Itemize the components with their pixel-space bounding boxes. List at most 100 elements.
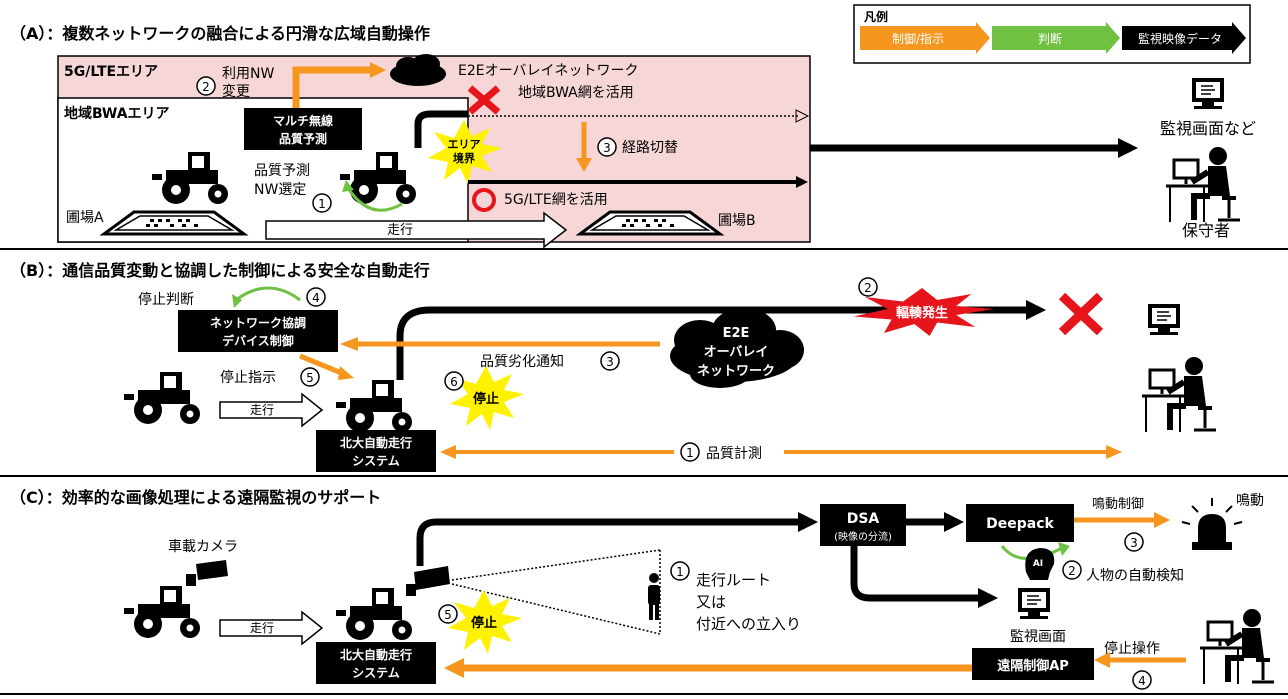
- operator-a-icon: [1166, 147, 1240, 222]
- ai-head-icon: AI: [1025, 548, 1055, 580]
- step-b6-badge: [444, 371, 464, 391]
- system-box-c: [316, 642, 436, 684]
- area-border-line2: 境界: [453, 151, 475, 165]
- step-c2-num: 2: [1068, 564, 1076, 578]
- step-b1-badge: [680, 442, 700, 462]
- system-c-line1: 北大自動走行: [340, 647, 412, 662]
- drive-arrow-b: [219, 392, 324, 428]
- system-c-line2: システム: [352, 666, 400, 680]
- system-box-b: [316, 430, 436, 472]
- stop-judge-label: 停止判断: [138, 291, 194, 308]
- step-a3-num: 3: [603, 141, 611, 155]
- route-switch-label: 経路切替: [622, 140, 678, 156]
- nw-change-arrow: [292, 66, 370, 108]
- step-c4-num: 4: [1138, 674, 1146, 688]
- deepack-box: [966, 504, 1074, 542]
- e2e-line3: ネットワーク: [697, 364, 775, 379]
- step-c1-num: 1: [676, 565, 684, 579]
- tractor-b2-icon: [336, 380, 412, 432]
- legend-control-arrow: [860, 22, 990, 54]
- step-b5-num: 5: [306, 371, 314, 385]
- degrade-label: 品質劣化通知: [480, 353, 564, 370]
- dsa-label: DSA: [847, 511, 880, 527]
- remote-ap-box: [972, 648, 1094, 680]
- system-b-line2: システム: [352, 454, 400, 468]
- step-a2-badge: [196, 76, 216, 96]
- step-b5-badge: [300, 367, 320, 387]
- tractor-c2-icon: [336, 588, 412, 640]
- field-a-label: 圃場A: [66, 210, 104, 226]
- section-b-title: （B）：通信品質変動と協調した制御による安全な自動走行: [10, 261, 430, 280]
- remote-ap-label: 遠隔制御AP: [997, 658, 1069, 674]
- quality-pred-line1: 品質予測: [254, 163, 310, 179]
- fail-x-icon: [467, 85, 501, 115]
- e2e-cloud-icon: [670, 308, 804, 388]
- nw-change-line1: 利用NW: [222, 66, 274, 82]
- tractor-c1-icon: [124, 586, 200, 638]
- drive-arrow-c: [219, 610, 324, 646]
- fail-x-icon-b: [1058, 292, 1104, 336]
- lte-use-label: 5G/LTE網を活用: [504, 192, 608, 208]
- step-c1-badge: [670, 561, 690, 581]
- step-c3-num: 3: [1130, 536, 1138, 550]
- step-b1-num: 1: [686, 446, 694, 460]
- area-bwa-label: 地域BWAエリア: [64, 105, 170, 122]
- system-b-line1: 北大自動走行: [340, 435, 412, 450]
- video-arrow-to-monitor-c: [850, 546, 980, 602]
- legend-control-label: 制御/指示: [892, 31, 944, 46]
- step-c5-badge: [438, 604, 458, 624]
- congestion-label: 輻輳発生: [896, 305, 948, 321]
- nw-coop-line2: デバイス制御: [222, 333, 294, 348]
- route-line1: 走行ルート: [696, 571, 771, 589]
- monitor-b-icon: [1147, 303, 1181, 336]
- camera-fov-upper: [451, 549, 661, 581]
- operator-c-icon: [1200, 609, 1274, 684]
- step-b6-num: 6: [450, 375, 458, 389]
- legend-video-label: 監視映像データ: [1138, 31, 1222, 46]
- stop-judge-arrow: [235, 286, 301, 302]
- stop-op-label: 停止操作: [1104, 640, 1160, 657]
- step-a2-num: 2: [202, 80, 210, 94]
- tractor-b1-icon: [124, 372, 200, 424]
- legend-judge-arrow: [992, 22, 1120, 54]
- step-c3-badge: [1124, 532, 1144, 552]
- e2e-overlay-label: E2Eオーバレイネットワーク: [458, 63, 638, 79]
- step-c5-num: 5: [444, 608, 452, 622]
- step-b3-num: 3: [606, 355, 614, 369]
- stop-order-arrow: [299, 353, 345, 377]
- operator-b-icon: [1142, 357, 1216, 432]
- area-5g-label: 5G/LTEエリア: [64, 64, 158, 80]
- step-b3-badge: [600, 351, 620, 371]
- detect-label: 人物の自動検知: [1086, 567, 1184, 584]
- step-b4-num: 4: [312, 291, 320, 305]
- multi-radio-box: [244, 108, 362, 150]
- step-c4-badge: [1132, 670, 1152, 690]
- camera-label: 車載カメラ: [168, 538, 238, 555]
- step-a3-badge: [597, 137, 617, 157]
- alarm-light-icon: [1181, 498, 1243, 550]
- ok-circle-icon: [472, 188, 496, 212]
- legend-video-arrow: [1122, 22, 1246, 54]
- multi-radio-line2: 品質予測: [279, 131, 327, 146]
- bwa-use-label: 地域BWA網を活用: [518, 85, 634, 101]
- nw-coop-line1: ネットワーク協調: [210, 315, 306, 330]
- monitor-c-label: 監視画面: [1010, 628, 1066, 645]
- step-b4-badge: [306, 287, 326, 307]
- ai-judge-arrow: [1000, 545, 1063, 560]
- person-icon: [648, 573, 660, 620]
- drive-label-a: 走行: [387, 223, 413, 238]
- video-arrow-bwa: [414, 110, 468, 148]
- maintainer-label: 保守者: [1182, 221, 1230, 240]
- stop-label-c: 停止: [471, 615, 497, 631]
- camera-icon-right: [406, 566, 450, 596]
- legend-judge-label: 判断: [1038, 31, 1062, 46]
- camera-icon-left: [186, 560, 228, 586]
- legend: 凡例 制御/指示 判断 監視映像データ: [853, 4, 1251, 64]
- judge-curve-arrow: [346, 187, 403, 212]
- area-border-line1: エリア: [448, 138, 481, 151]
- monitor-a-label: 監視画面など: [1160, 119, 1256, 138]
- field-b-label: 圃場B: [718, 213, 756, 229]
- stop-label-b: 停止: [473, 391, 499, 407]
- deepack-label: Deepack: [986, 516, 1054, 532]
